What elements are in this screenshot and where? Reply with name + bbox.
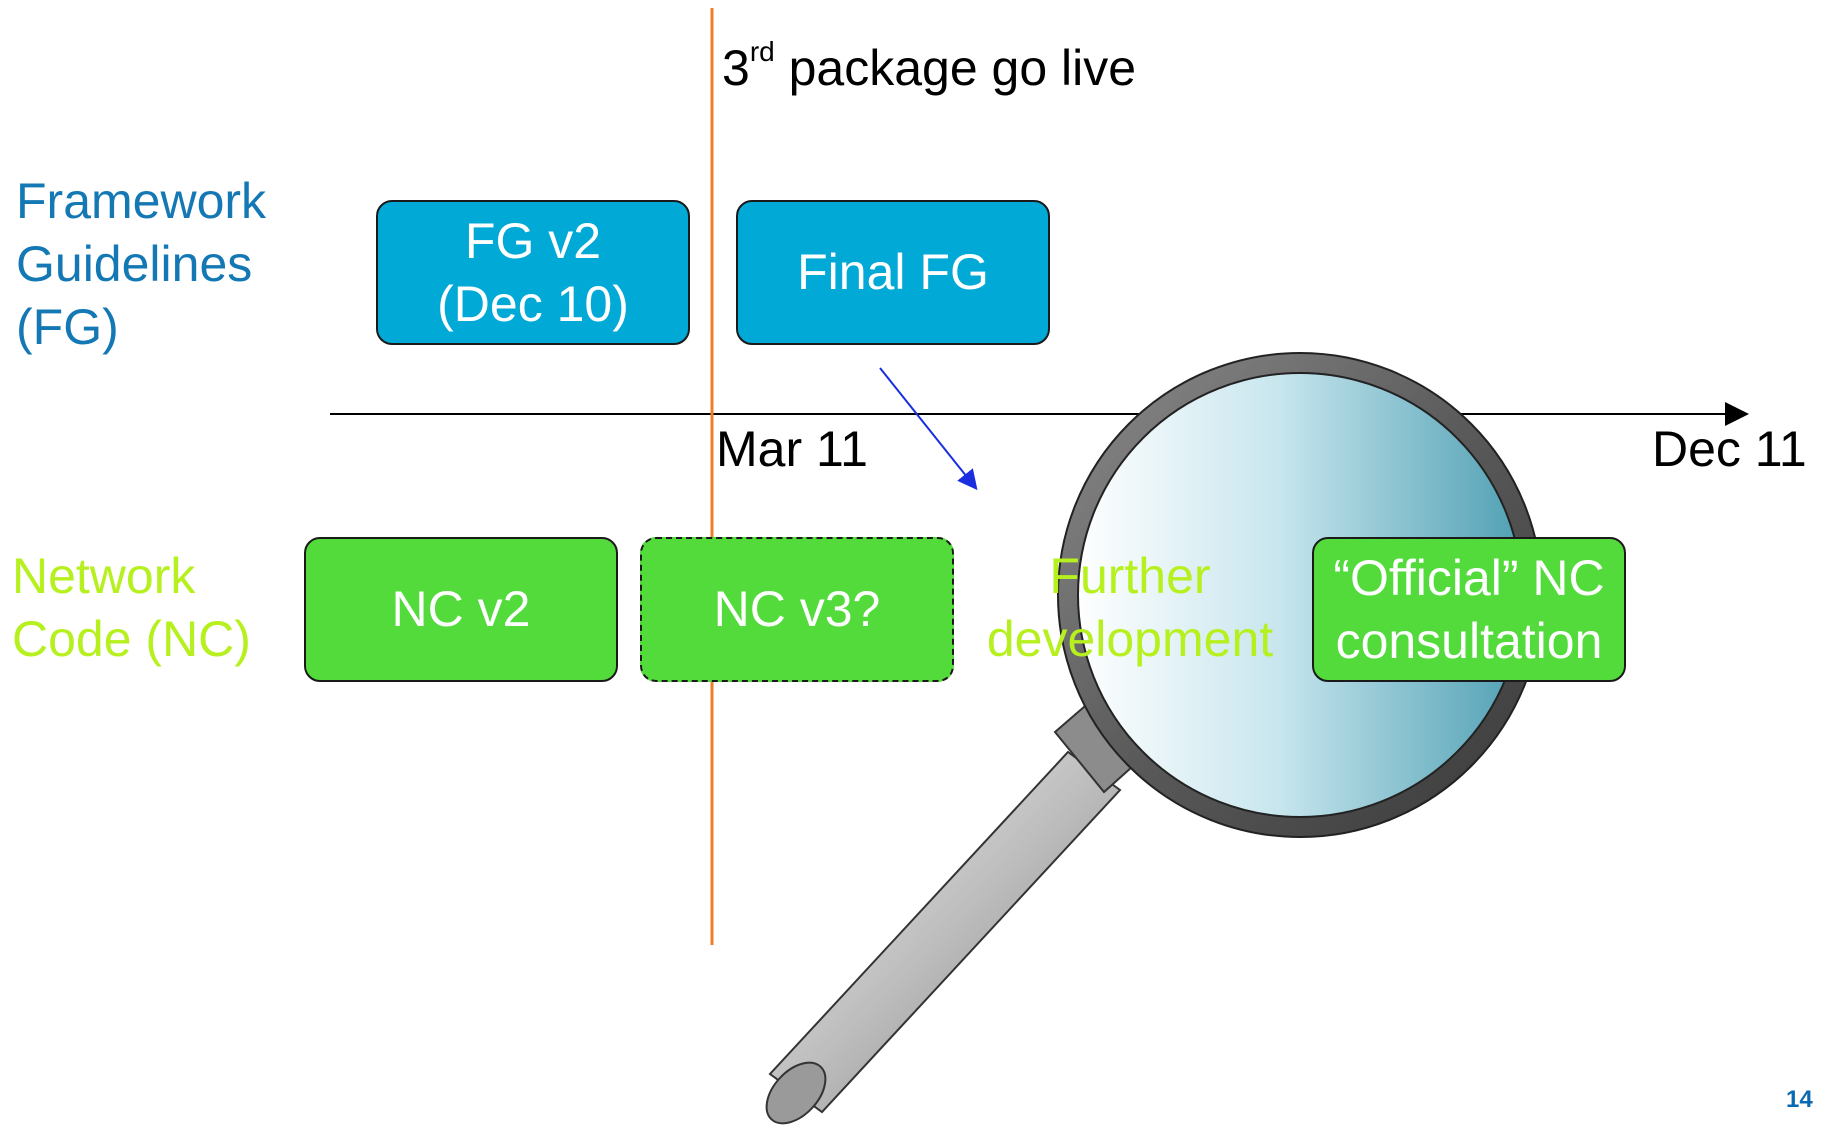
timeline-end-label: Dec 11 <box>1652 421 1807 477</box>
fg-row-label: Framework Guidelines (FG) <box>16 173 267 355</box>
nc-row-label: Network Code (NC) <box>12 548 251 667</box>
fg-v2-box: FG v2 (Dec 10) <box>376 200 690 345</box>
go-live-title: 3rd package go live <box>722 36 1137 96</box>
page-number: 14 <box>1786 1086 1813 1113</box>
further-development-label: Further development <box>986 548 1274 667</box>
fg-to-nc-arrow <box>879 367 978 491</box>
final-fg-box: Final FG <box>736 200 1050 345</box>
nc-v3-box: NC v3? <box>640 537 954 682</box>
official-consultation-box: “Official” NC consultation <box>1312 537 1626 682</box>
magnifier-icon <box>765 352 1543 1125</box>
nc-v2-box: NC v2 <box>304 537 618 682</box>
timeline-start-label: Mar 11 <box>716 421 868 477</box>
